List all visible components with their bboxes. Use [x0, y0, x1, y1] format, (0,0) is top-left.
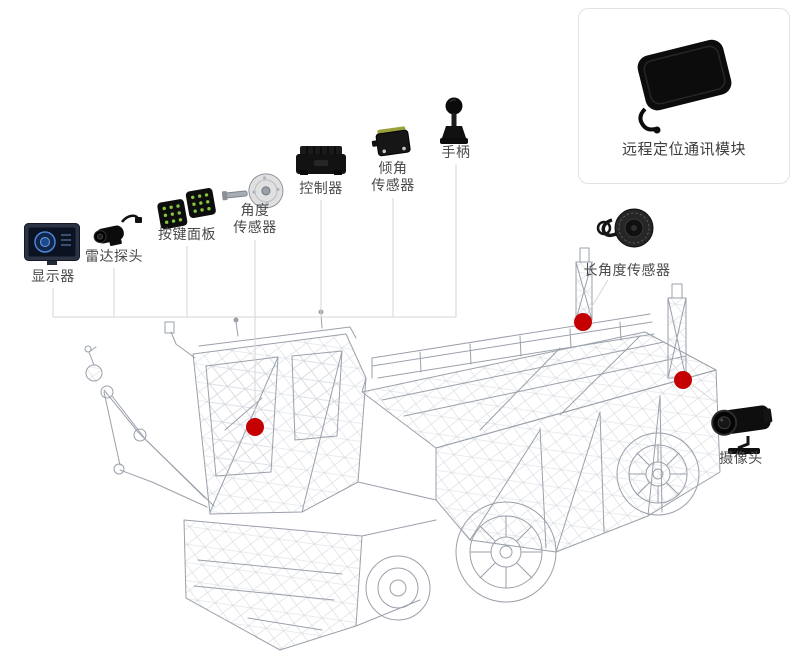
remote-module-icon	[637, 39, 732, 134]
long-angle-sensor-label: 长角度传感器	[583, 262, 671, 278]
camera-label: 摄像头	[719, 450, 763, 466]
display-label: 显示器	[31, 268, 75, 284]
tilt-sensor-label-line2: 传感器	[371, 177, 415, 193]
mount-marker-body-rear	[674, 371, 692, 389]
remote-module-card: 远程定位通讯模块	[578, 8, 790, 184]
controller-label: 控制器	[299, 180, 343, 196]
display-icon	[24, 223, 80, 265]
tilt-sensor-icon	[371, 126, 411, 157]
keypad-icon	[157, 188, 216, 230]
angle-sensor-label: 角度 传感器	[233, 202, 277, 236]
joystick-label: 手柄	[441, 144, 471, 160]
controller-icon	[296, 146, 346, 175]
radar-probe-label: 雷达探头	[85, 248, 143, 264]
radar-probe-icon	[93, 214, 142, 246]
tilt-sensor-label: 倾角 传感器	[371, 160, 415, 194]
angle-sensor-icon	[222, 173, 284, 209]
tilt-sensor-label-line1: 倾角	[378, 160, 408, 176]
keypad-label: 按键面板	[158, 226, 216, 242]
mount-marker-cab	[246, 418, 264, 436]
joystick-icon	[440, 97, 468, 144]
angle-sensor-label-line1: 角度	[240, 202, 270, 218]
long-angle-sensor-icon	[596, 208, 654, 248]
angle-sensor-label-line2: 传感器	[233, 219, 277, 235]
camera-icon	[711, 405, 773, 454]
remote-module-label: 远程定位通讯模块	[621, 141, 747, 158]
mount-marker-body-front	[574, 313, 592, 331]
